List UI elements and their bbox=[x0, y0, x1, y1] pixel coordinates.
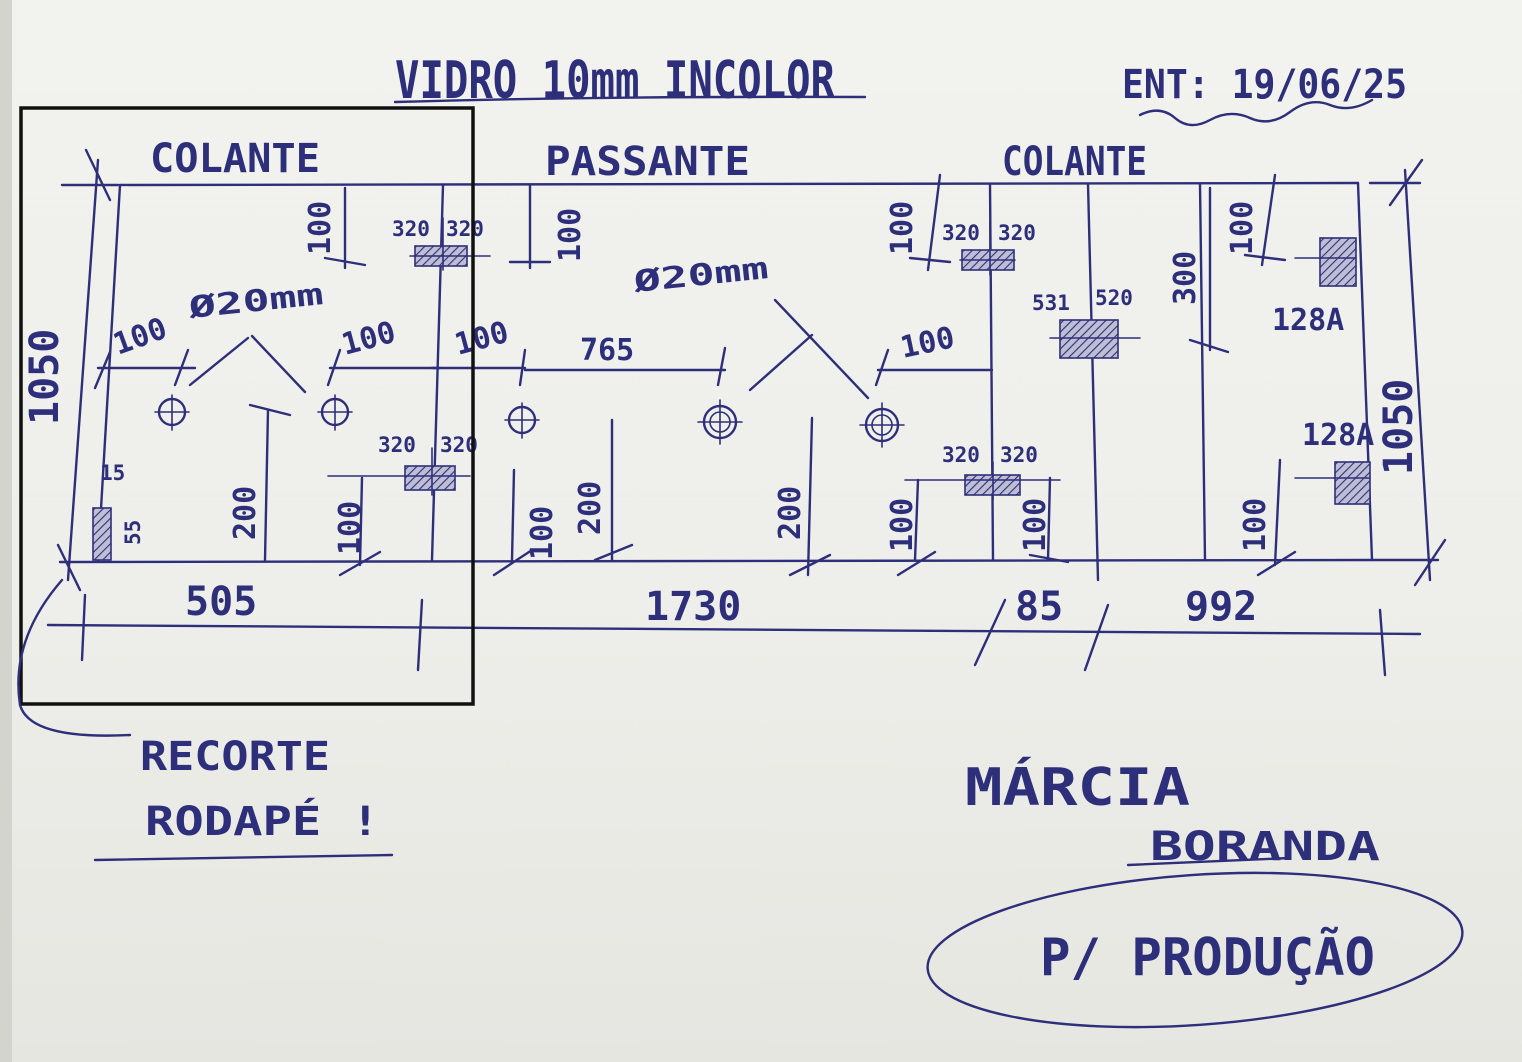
dim-15: 15 bbox=[100, 461, 125, 485]
client-underline bbox=[1126, 856, 1292, 867]
stamp-ellipse bbox=[926, 871, 1464, 1029]
date-underline bbox=[1138, 98, 1374, 127]
note-line-1: RECORTE bbox=[140, 734, 330, 780]
diameter-label-middle: Ø20mm bbox=[631, 251, 770, 300]
width-label-3: 85 bbox=[1015, 584, 1063, 630]
cutout-mid-left-dim-1: 320 bbox=[378, 433, 416, 457]
highlight-box bbox=[19, 106, 475, 706]
hole-4 bbox=[697, 399, 743, 445]
diameter-leader-middle bbox=[748, 298, 870, 400]
hole-2 bbox=[317, 394, 353, 431]
cutout-128a-bottom: 128A bbox=[1294, 418, 1374, 505]
width-label-2: 1730 bbox=[645, 584, 741, 630]
delivery-date: ENT: 19/06/25 bbox=[1122, 62, 1407, 108]
dim-top-300: 300 bbox=[1168, 251, 1203, 305]
hole-spacing-dimensions: 100 100 100 765 100 bbox=[93, 311, 994, 390]
height-label-left: 1050 bbox=[22, 329, 68, 425]
note-leader-line bbox=[17, 578, 132, 737]
cutout-top-right-dim-1: 320 bbox=[942, 221, 980, 245]
drill-holes bbox=[154, 394, 905, 448]
dim-low-100-a: 100 bbox=[333, 501, 368, 555]
cutout-top-left-dim-1: 320 bbox=[392, 217, 430, 241]
note-line-2: RODAPÉ ! bbox=[145, 797, 380, 845]
dim-top-100-c: 100 bbox=[885, 201, 920, 255]
dim-low-100-e: 100 bbox=[1238, 498, 1273, 552]
hole-5 bbox=[859, 402, 905, 448]
hinge-cutouts: 320 320 320 320 320 320 320 320 bbox=[92, 217, 1374, 561]
spacing-100-c: 100 bbox=[451, 315, 512, 363]
title-underline bbox=[393, 95, 867, 104]
cutout-top-left: 320 320 bbox=[392, 217, 491, 271]
hole-1 bbox=[154, 394, 190, 431]
note-underline bbox=[93, 853, 394, 862]
client-name: MÁRCIA bbox=[965, 757, 1190, 818]
spacing-100-d: 100 bbox=[897, 320, 957, 366]
height-dimension-left: 1050 bbox=[22, 148, 120, 592]
dim-55: 55 bbox=[121, 520, 145, 545]
height-dimension-right: 1050 bbox=[1368, 158, 1447, 587]
dim-top-100-a: 100 bbox=[303, 201, 338, 255]
cutout-top-right-dim-2: 320 bbox=[998, 221, 1036, 245]
diameter-leader-left bbox=[188, 334, 307, 394]
vertical-dimensions: 100 100 100 100 300 200 200 200 100 100 … bbox=[100, 173, 1297, 577]
cutout-mid-left: 320 320 bbox=[327, 433, 478, 496]
diameter-label-left: Ø20mm bbox=[186, 277, 325, 326]
cutout-center-right: 531 520 bbox=[1032, 286, 1141, 359]
spacing-100-a: 100 bbox=[109, 311, 172, 362]
dim-200-a: 200 bbox=[228, 486, 263, 540]
cutout-low-right-dim-1: 320 bbox=[942, 443, 980, 467]
dim-200-c: 200 bbox=[773, 486, 808, 540]
width-dimension-line: 505 1730 85 992 bbox=[46, 579, 1422, 677]
spacing-765: 765 bbox=[580, 333, 634, 368]
dim-200-b: 200 bbox=[573, 481, 608, 535]
dim-low-100-c: 100 bbox=[885, 498, 920, 552]
cutout-low-right: 320 320 bbox=[904, 443, 1061, 501]
dim-low-100-d: 100 bbox=[1018, 498, 1053, 552]
section-label-left: COLANTE bbox=[150, 136, 320, 182]
height-label-right: 1050 bbox=[1376, 379, 1422, 475]
production-stamp: P/ PRODUÇÃO bbox=[1040, 927, 1375, 988]
cutout-top-left-dim-2: 320 bbox=[446, 217, 484, 241]
width-label-4: 992 bbox=[1185, 584, 1257, 630]
cutout-top-right: 320 320 bbox=[942, 221, 1036, 276]
cutout-128a-top-label: 128A bbox=[1272, 303, 1344, 338]
width-label-1: 505 bbox=[185, 579, 257, 625]
section-label-middle: PASSANTE bbox=[545, 139, 750, 185]
cutout-low-right-dim-2: 320 bbox=[1000, 443, 1038, 467]
section-label-right: COLANTE bbox=[1002, 139, 1147, 185]
paper-sheet bbox=[12, 0, 1522, 1062]
dim-top-100-b: 100 bbox=[553, 208, 588, 262]
dim-low-100-b: 100 bbox=[525, 506, 560, 560]
hole-3 bbox=[504, 402, 540, 439]
cutout-128a-bottom-label: 128A bbox=[1302, 418, 1374, 453]
dim-top-100-d: 100 bbox=[1225, 201, 1260, 255]
cutout-skirting bbox=[92, 507, 112, 561]
cutout-128a-top: 128A bbox=[1272, 237, 1357, 338]
cutout-531: 531 bbox=[1032, 291, 1070, 315]
sheet-title: VIDRO 10mm INCOLOR bbox=[395, 51, 836, 111]
cutout-520: 520 bbox=[1095, 286, 1133, 310]
spacing-100-b: 100 bbox=[338, 315, 399, 363]
